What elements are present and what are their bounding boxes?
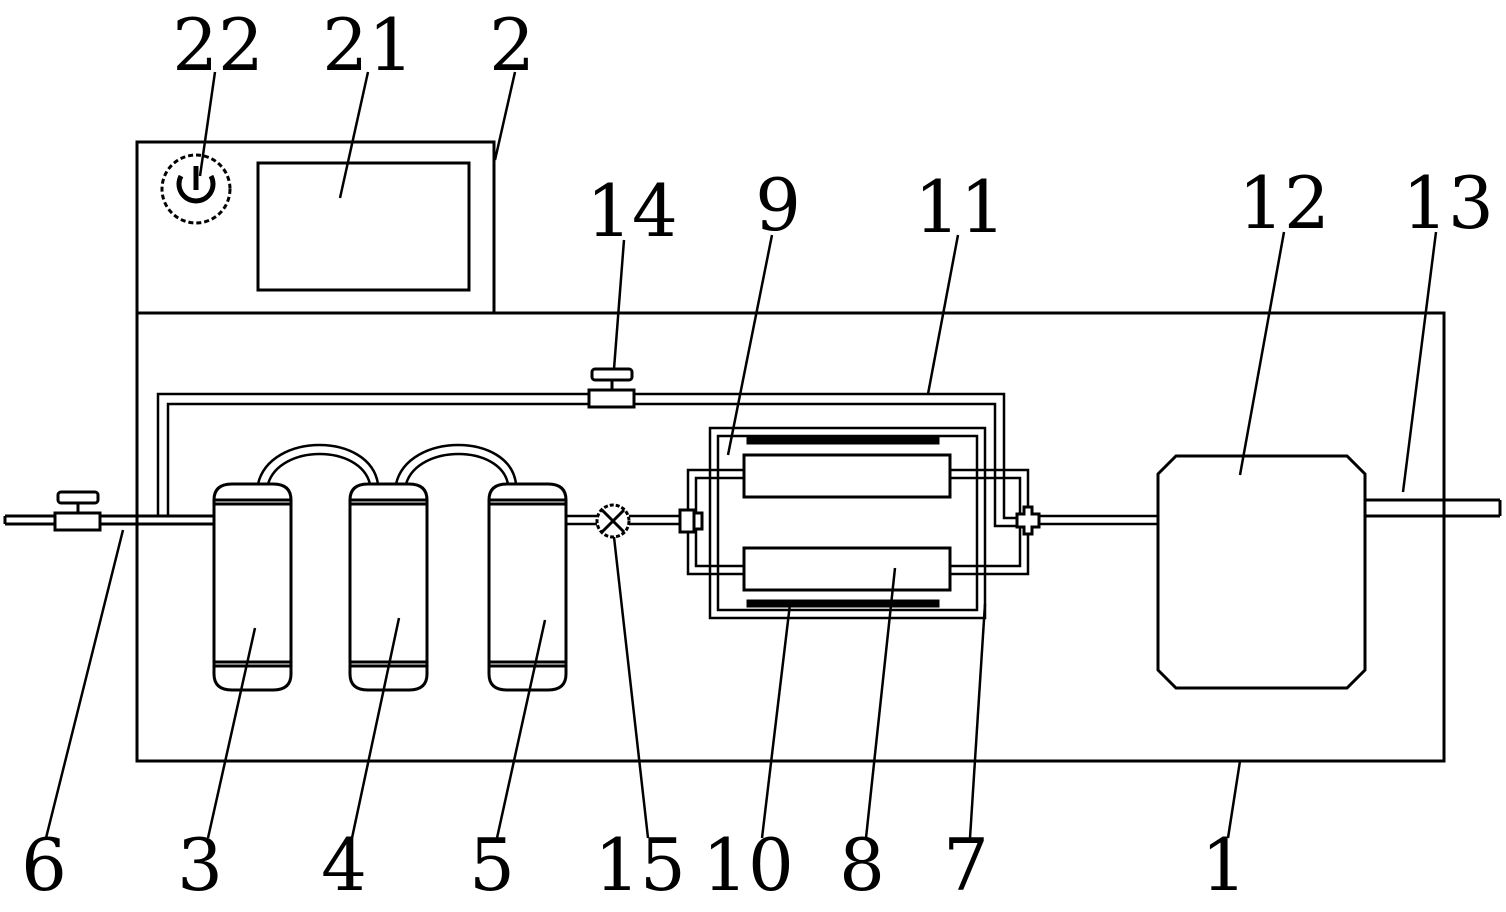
label-11: 11 (914, 165, 1006, 249)
label-6: 6 (21, 823, 67, 907)
power-icon (176, 166, 216, 204)
label-15: 15 (594, 823, 686, 907)
display-screen (256, 161, 471, 292)
label-22: 22 (172, 3, 264, 87)
label-2: 2 (489, 3, 535, 87)
connector-pipe-3-4 (256, 443, 380, 485)
bypass-pipe (156, 392, 1028, 528)
label-10: 10 (702, 823, 794, 907)
reactor-tube-lower (742, 546, 952, 592)
outlet-tee (1015, 505, 1041, 536)
outlet-pipe-5 (566, 514, 597, 526)
label-13: 13 (1402, 161, 1494, 245)
label-3: 3 (177, 823, 223, 907)
label-9: 9 (755, 163, 801, 247)
filter-cartridge-4 (348, 482, 429, 692)
label-8: 8 (839, 823, 885, 907)
filter-cartridge-3 (212, 482, 293, 692)
inlet-pipe (3, 514, 214, 526)
heating-plate-top (746, 436, 940, 445)
leader-lines (44, 71, 1438, 839)
control-box (135, 140, 496, 315)
power-button (160, 153, 232, 225)
label-5: 5 (469, 823, 515, 907)
label-1: 1 (1201, 823, 1247, 907)
label-4: 4 (321, 823, 367, 907)
storage-tank (1156, 454, 1367, 690)
heating-plate-bottom (746, 599, 940, 608)
label-14: 14 (586, 169, 678, 253)
connector-pipe-4-5 (394, 443, 518, 485)
outlet-pipe (1365, 498, 1502, 518)
pipe-to-tank (1039, 514, 1158, 526)
check-valve (595, 503, 631, 539)
label-21: 21 (322, 3, 414, 87)
inlet-tee (678, 508, 704, 534)
label-7: 7 (943, 823, 989, 907)
bypass-valve (587, 367, 636, 409)
module-frame (708, 426, 987, 620)
reactor-tube-upper (742, 453, 952, 499)
label-12: 12 (1238, 161, 1330, 245)
pipe-valve-to-module (629, 514, 680, 526)
filter-cartridge-5 (487, 482, 568, 692)
main-housing (135, 311, 1446, 763)
inlet-valve (53, 490, 102, 532)
reference-numerals: 22 21 2 14 9 11 12 13 6 3 4 5 15 10 8 7 … (21, 3, 1494, 907)
